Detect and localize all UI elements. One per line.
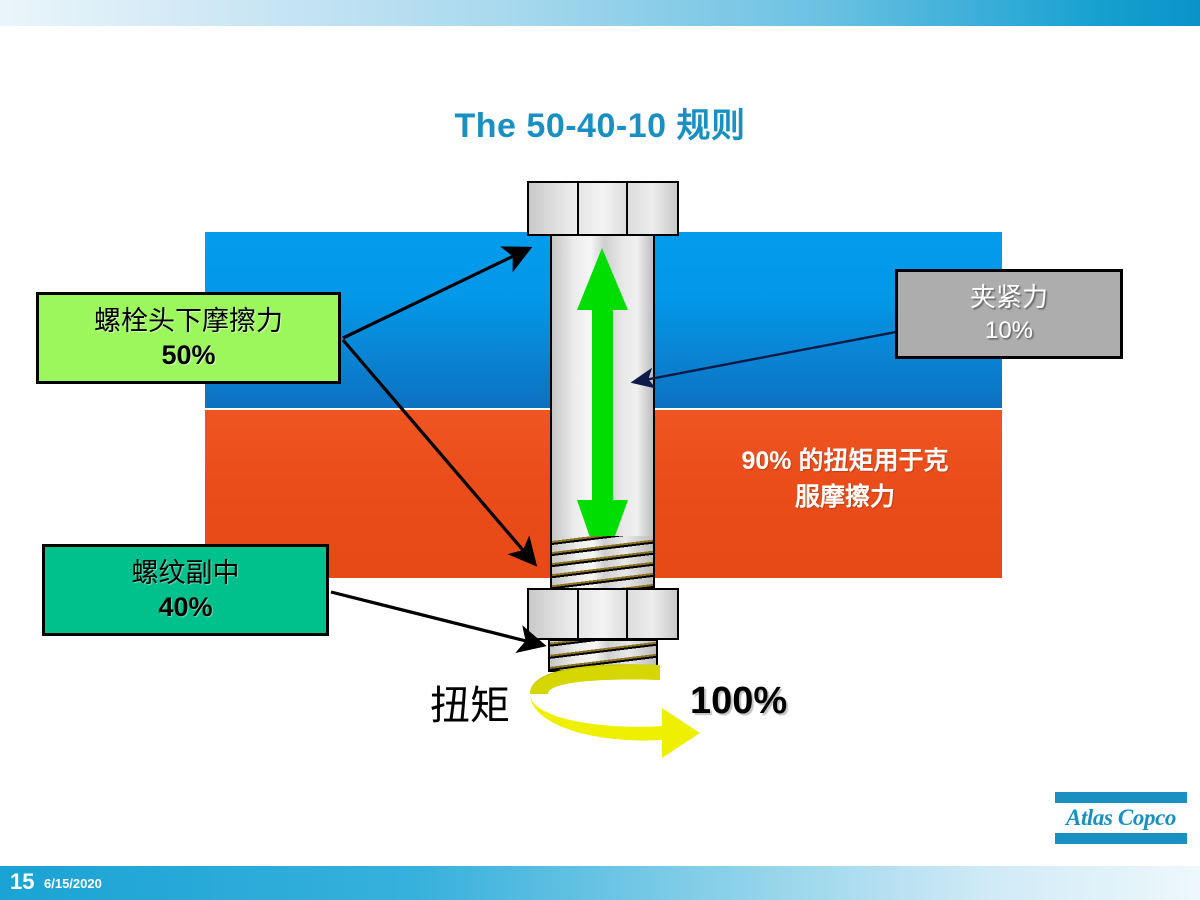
bolt-thread-upper bbox=[550, 536, 655, 588]
torque-label: 扭矩 bbox=[430, 684, 510, 728]
bolt-head-center-face bbox=[576, 181, 629, 236]
callout-thread-friction-label: 螺纹副中 bbox=[131, 558, 240, 588]
bolt-head-right-face bbox=[626, 181, 679, 236]
bottom-accent-bar: 15 6/15/2020 bbox=[0, 866, 1200, 900]
nut-center-face bbox=[576, 588, 629, 640]
callout-thread-friction[interactable]: 螺纹副中 40% bbox=[42, 544, 329, 636]
nut-right-face bbox=[626, 588, 679, 640]
torque-percent: 100% bbox=[690, 680, 788, 722]
callout-clamp-force-label: 夹紧力 bbox=[969, 282, 1048, 312]
callout-under-head-friction-value: 50% bbox=[161, 340, 216, 370]
arrow-thread-friction-to-nut-threads bbox=[330, 590, 547, 654]
callout-clamp-force[interactable]: 夹紧力 10% bbox=[895, 269, 1123, 359]
bolt-head-left-face bbox=[527, 181, 579, 236]
torque-curved-arrow-icon bbox=[530, 664, 700, 758]
callout-thread-friction-value: 40% bbox=[158, 592, 213, 622]
callout-clamp-force-value: 10% bbox=[984, 317, 1034, 344]
slide-date: 6/15/2020 bbox=[44, 876, 102, 891]
bolt-shaft bbox=[550, 234, 655, 538]
callout-under-head-friction-label: 螺栓头下摩擦力 bbox=[94, 306, 283, 336]
callout-under-head-friction[interactable]: 螺栓头下摩擦力 50% bbox=[36, 292, 341, 384]
nut bbox=[527, 588, 679, 640]
logo-bottom-bar bbox=[1055, 833, 1187, 844]
nut-left-face bbox=[527, 588, 579, 640]
logo-top-bar bbox=[1055, 792, 1187, 803]
logo-wordmark: Atlas Copco bbox=[1066, 805, 1176, 830]
top-accent-bar bbox=[0, 0, 1200, 26]
friction-torque-note-line1: 90% 的扭矩用于克 bbox=[741, 447, 949, 475]
friction-torque-note-line2: 服摩擦力 bbox=[794, 483, 895, 511]
atlas-copco-logo: Atlas Copco bbox=[1055, 792, 1187, 848]
page-title: The 50-40-10 规则 bbox=[454, 107, 746, 145]
friction-torque-note: 90% 的扭矩用于克 服摩擦力 bbox=[690, 443, 1000, 515]
bolt-head bbox=[527, 181, 679, 236]
page-number: 15 bbox=[10, 869, 35, 894]
bolt-thread-lower bbox=[548, 639, 658, 672]
